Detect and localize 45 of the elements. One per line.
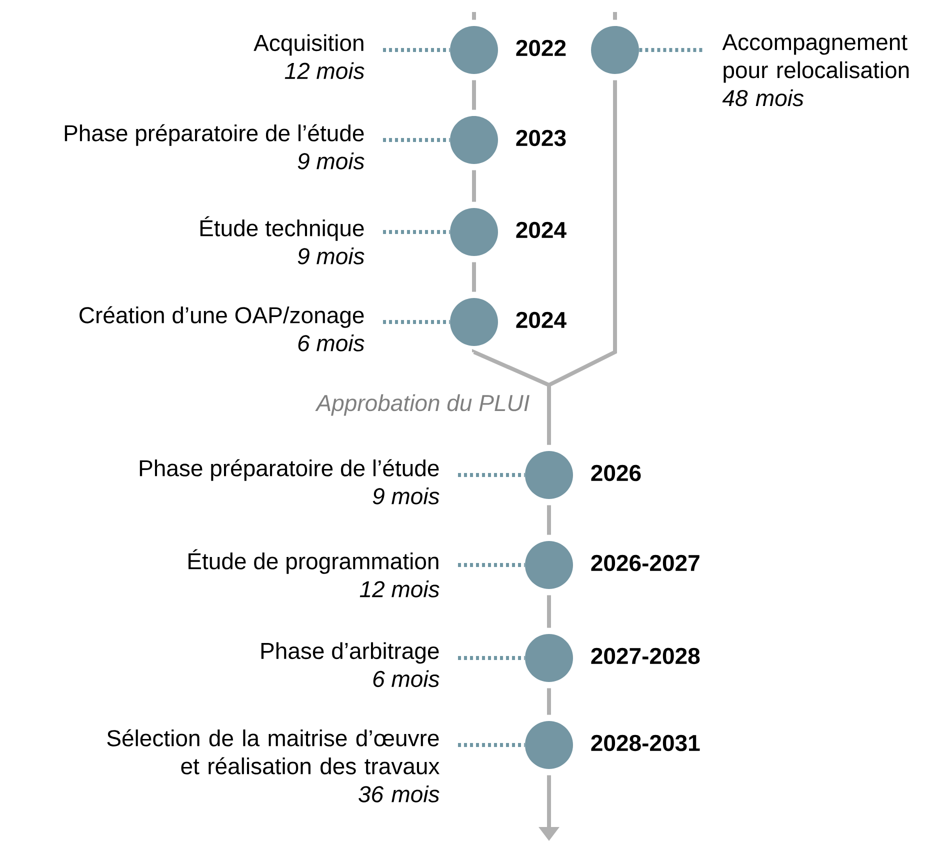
leader-line	[458, 743, 525, 747]
year-label: 2026	[591, 464, 641, 482]
leader-line	[383, 230, 450, 234]
step-label: Accompagnement pour relocalisation 48 mois	[722, 34, 909, 106]
timeline-line	[472, 80, 476, 110]
year-label: 2027-2028	[591, 648, 700, 664]
timeline-line	[472, 12, 476, 20]
step-label: Étude de programmation 12 mois	[188, 549, 440, 598]
timeline-line	[547, 688, 551, 715]
step-label: Phase préparatoire de l’étude 9 mois	[140, 459, 440, 504]
leader-line	[383, 138, 450, 142]
year-label: 2028-2031	[591, 734, 700, 752]
leader-line	[383, 48, 450, 52]
step-label: Étude technique 9 mois	[200, 216, 364, 264]
step-label: Phase d’arbitrage 6 mois	[261, 642, 440, 688]
milestone-circle	[450, 26, 498, 74]
milestone-circle	[525, 541, 573, 589]
year-label: 2022	[516, 40, 566, 56]
milestone-circle	[525, 634, 573, 682]
step-label: Acquisition 12 mois	[254, 34, 364, 80]
milestone-circle	[450, 298, 498, 346]
leader-line	[639, 48, 704, 52]
timeline-line	[613, 12, 617, 20]
milestone-label: Approbation du PLUI	[315, 394, 530, 416]
year-label: 2024	[516, 222, 566, 238]
timeline-line	[547, 80, 617, 445]
year-label: 2023	[516, 130, 566, 146]
milestone-circle	[450, 208, 498, 256]
leader-line	[458, 473, 525, 477]
timeline-line	[547, 595, 551, 628]
milestone-circle	[450, 116, 498, 164]
leader-line	[458, 656, 525, 660]
timeline-line	[472, 262, 476, 292]
milestone-circle	[525, 721, 573, 769]
step-label: Création d’une OAP/zonage 6 mois	[80, 306, 364, 352]
timeline-line	[547, 505, 551, 535]
milestone-circle	[525, 451, 573, 499]
year-label: 2024	[516, 312, 566, 328]
leader-line	[383, 320, 450, 324]
milestone-circle	[591, 26, 639, 74]
step-label: Sélection de la maitrise d’œuvre et réalisation des travaux 36 mois	[107, 729, 440, 802]
year-label: 2026-2027	[591, 554, 700, 572]
step-label: Phase préparatoire de l’étude 9 mois	[64, 124, 364, 170]
timeline-line	[472, 170, 476, 202]
leader-line	[458, 563, 525, 567]
